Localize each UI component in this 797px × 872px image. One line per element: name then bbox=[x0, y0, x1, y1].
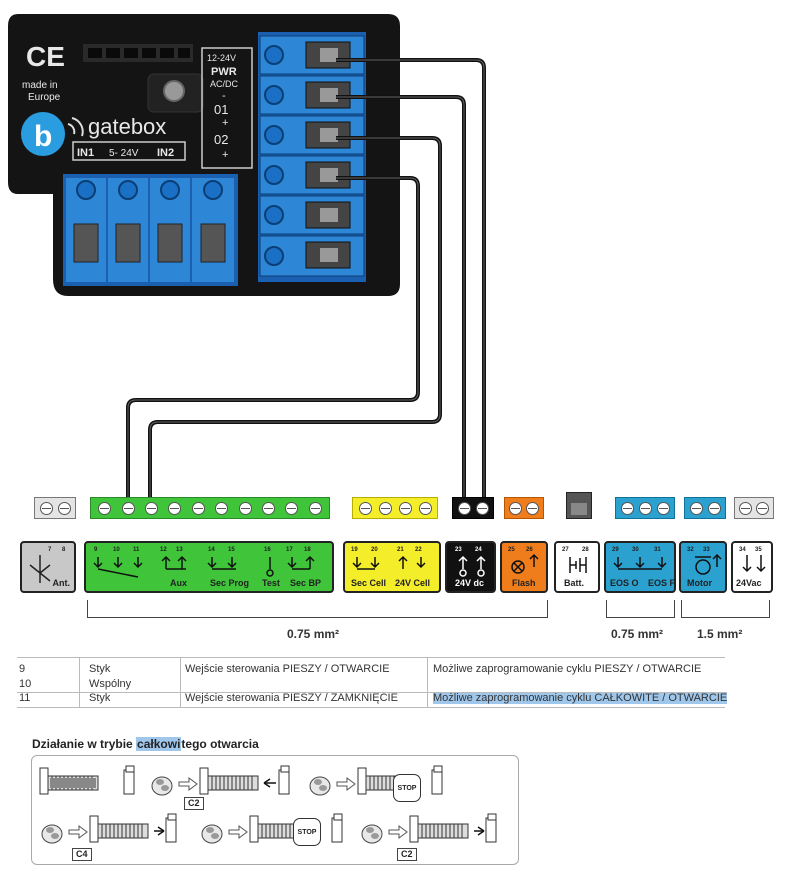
motor-terminal bbox=[684, 497, 726, 519]
input-2-label: IN2 bbox=[157, 147, 174, 159]
plus-label-2: + bbox=[222, 149, 228, 161]
code-label-c2-second: C2 bbox=[397, 848, 417, 861]
code-label-c4: C4 bbox=[72, 848, 92, 861]
panel-24v-dc-label: 24V dc bbox=[455, 578, 485, 588]
motor-icon bbox=[695, 553, 722, 575]
output-2-label: 02 bbox=[214, 132, 228, 147]
ac-output-icon bbox=[742, 555, 766, 573]
cable-size-label-2: 0.75 mm² bbox=[611, 627, 664, 641]
vac-terminal bbox=[734, 497, 774, 519]
antenna-terminal bbox=[34, 497, 76, 519]
battery-connector bbox=[566, 492, 592, 519]
power-type-label: AC/DC bbox=[210, 79, 239, 89]
panel-eos-open-label: EOS O bbox=[610, 578, 639, 588]
yellow-contact-symbols bbox=[352, 555, 426, 570]
yellow-terminal-strip bbox=[352, 497, 438, 519]
panel-sec-bp-label: Sec BP bbox=[290, 578, 322, 588]
remote-icon bbox=[151, 776, 173, 796]
stop-sign-icon: STOP bbox=[393, 774, 421, 802]
input-voltage-label: 5- 24V bbox=[109, 148, 139, 159]
wire-2 bbox=[336, 95, 466, 508]
stop-sign-icon: STOP bbox=[293, 818, 321, 846]
eos-symbols bbox=[613, 557, 667, 570]
cable-size-label-1: 0.75 mm² bbox=[287, 627, 340, 641]
panel-eos-close-label: EOS F bbox=[648, 578, 676, 588]
bracket-low-voltage bbox=[87, 600, 548, 618]
minus-label: - bbox=[222, 90, 226, 102]
panel-24v-cell-label: 24V Cell bbox=[395, 578, 431, 588]
antenna-icon bbox=[29, 555, 51, 583]
panel-sec-prog-label: Sec Prog bbox=[210, 578, 250, 588]
made-in-label: made in bbox=[22, 80, 58, 91]
mode-title: Działanie w trybie całkowitego otwarcia bbox=[32, 737, 259, 751]
power-label: PWR bbox=[211, 66, 237, 78]
flash-lamp-icon bbox=[511, 553, 539, 574]
blebox-logo-icon: b bbox=[21, 112, 84, 156]
sequence-drawing bbox=[39, 765, 497, 844]
wire-1 bbox=[336, 58, 486, 508]
panel-antenna-label: Ant. bbox=[52, 578, 71, 588]
panel-battery-label: Batt. bbox=[564, 578, 584, 588]
bracket-eos bbox=[606, 600, 675, 618]
cable-size-label-3: 1.5 mm² bbox=[697, 627, 743, 641]
panel-test-label: Test bbox=[262, 578, 280, 588]
panel-24vac-label: 24Vac bbox=[736, 578, 762, 588]
input-terminal-block bbox=[63, 174, 238, 286]
bracket-motor bbox=[681, 600, 770, 618]
reset-button bbox=[163, 80, 185, 102]
plus-label: + bbox=[222, 117, 228, 129]
green-terminal-strip bbox=[90, 497, 330, 519]
origin-label: Europe bbox=[28, 92, 61, 103]
dc-terminal bbox=[452, 497, 494, 519]
power-voltage-label: 12-24V bbox=[207, 53, 236, 63]
brand-logo: gatebox bbox=[88, 114, 166, 139]
output-terminal-block bbox=[258, 32, 366, 282]
table-row: 9 Styk Wejście sterowania PIESZY / OTWAR… bbox=[19, 663, 702, 675]
wire-4 bbox=[126, 176, 420, 508]
gatebox-module: CE made in Europe b gatebox IN1 5- 24V I… bbox=[8, 14, 400, 296]
battery-icon bbox=[569, 557, 587, 573]
flash-terminal bbox=[504, 497, 544, 519]
table-row: 10 Wspólny bbox=[19, 678, 132, 690]
table-top-border bbox=[17, 657, 725, 658]
svg-text:b: b bbox=[34, 120, 52, 153]
panel-aux-label: Aux bbox=[170, 578, 188, 588]
eos-terminal bbox=[615, 497, 675, 519]
input-1-label: IN1 bbox=[77, 147, 94, 159]
operation-sequence: STOP STOP C2 C4 C2 bbox=[31, 755, 519, 865]
panel-flash-label: Flash bbox=[512, 578, 536, 588]
table-row: 11 Styk Wejście sterowania PIESZY / ZAMK… bbox=[19, 692, 728, 704]
output-1-label: 01 bbox=[214, 102, 228, 117]
panel-sec-cell-label: Sec Cell bbox=[351, 578, 387, 588]
wire-3 bbox=[148, 136, 442, 508]
dc-symbols bbox=[458, 555, 486, 577]
ce-mark: CE bbox=[26, 41, 65, 72]
code-label-c2: C2 bbox=[184, 797, 204, 810]
panel-motor-label: Motor bbox=[687, 578, 712, 588]
green-contact-symbols bbox=[93, 555, 315, 578]
